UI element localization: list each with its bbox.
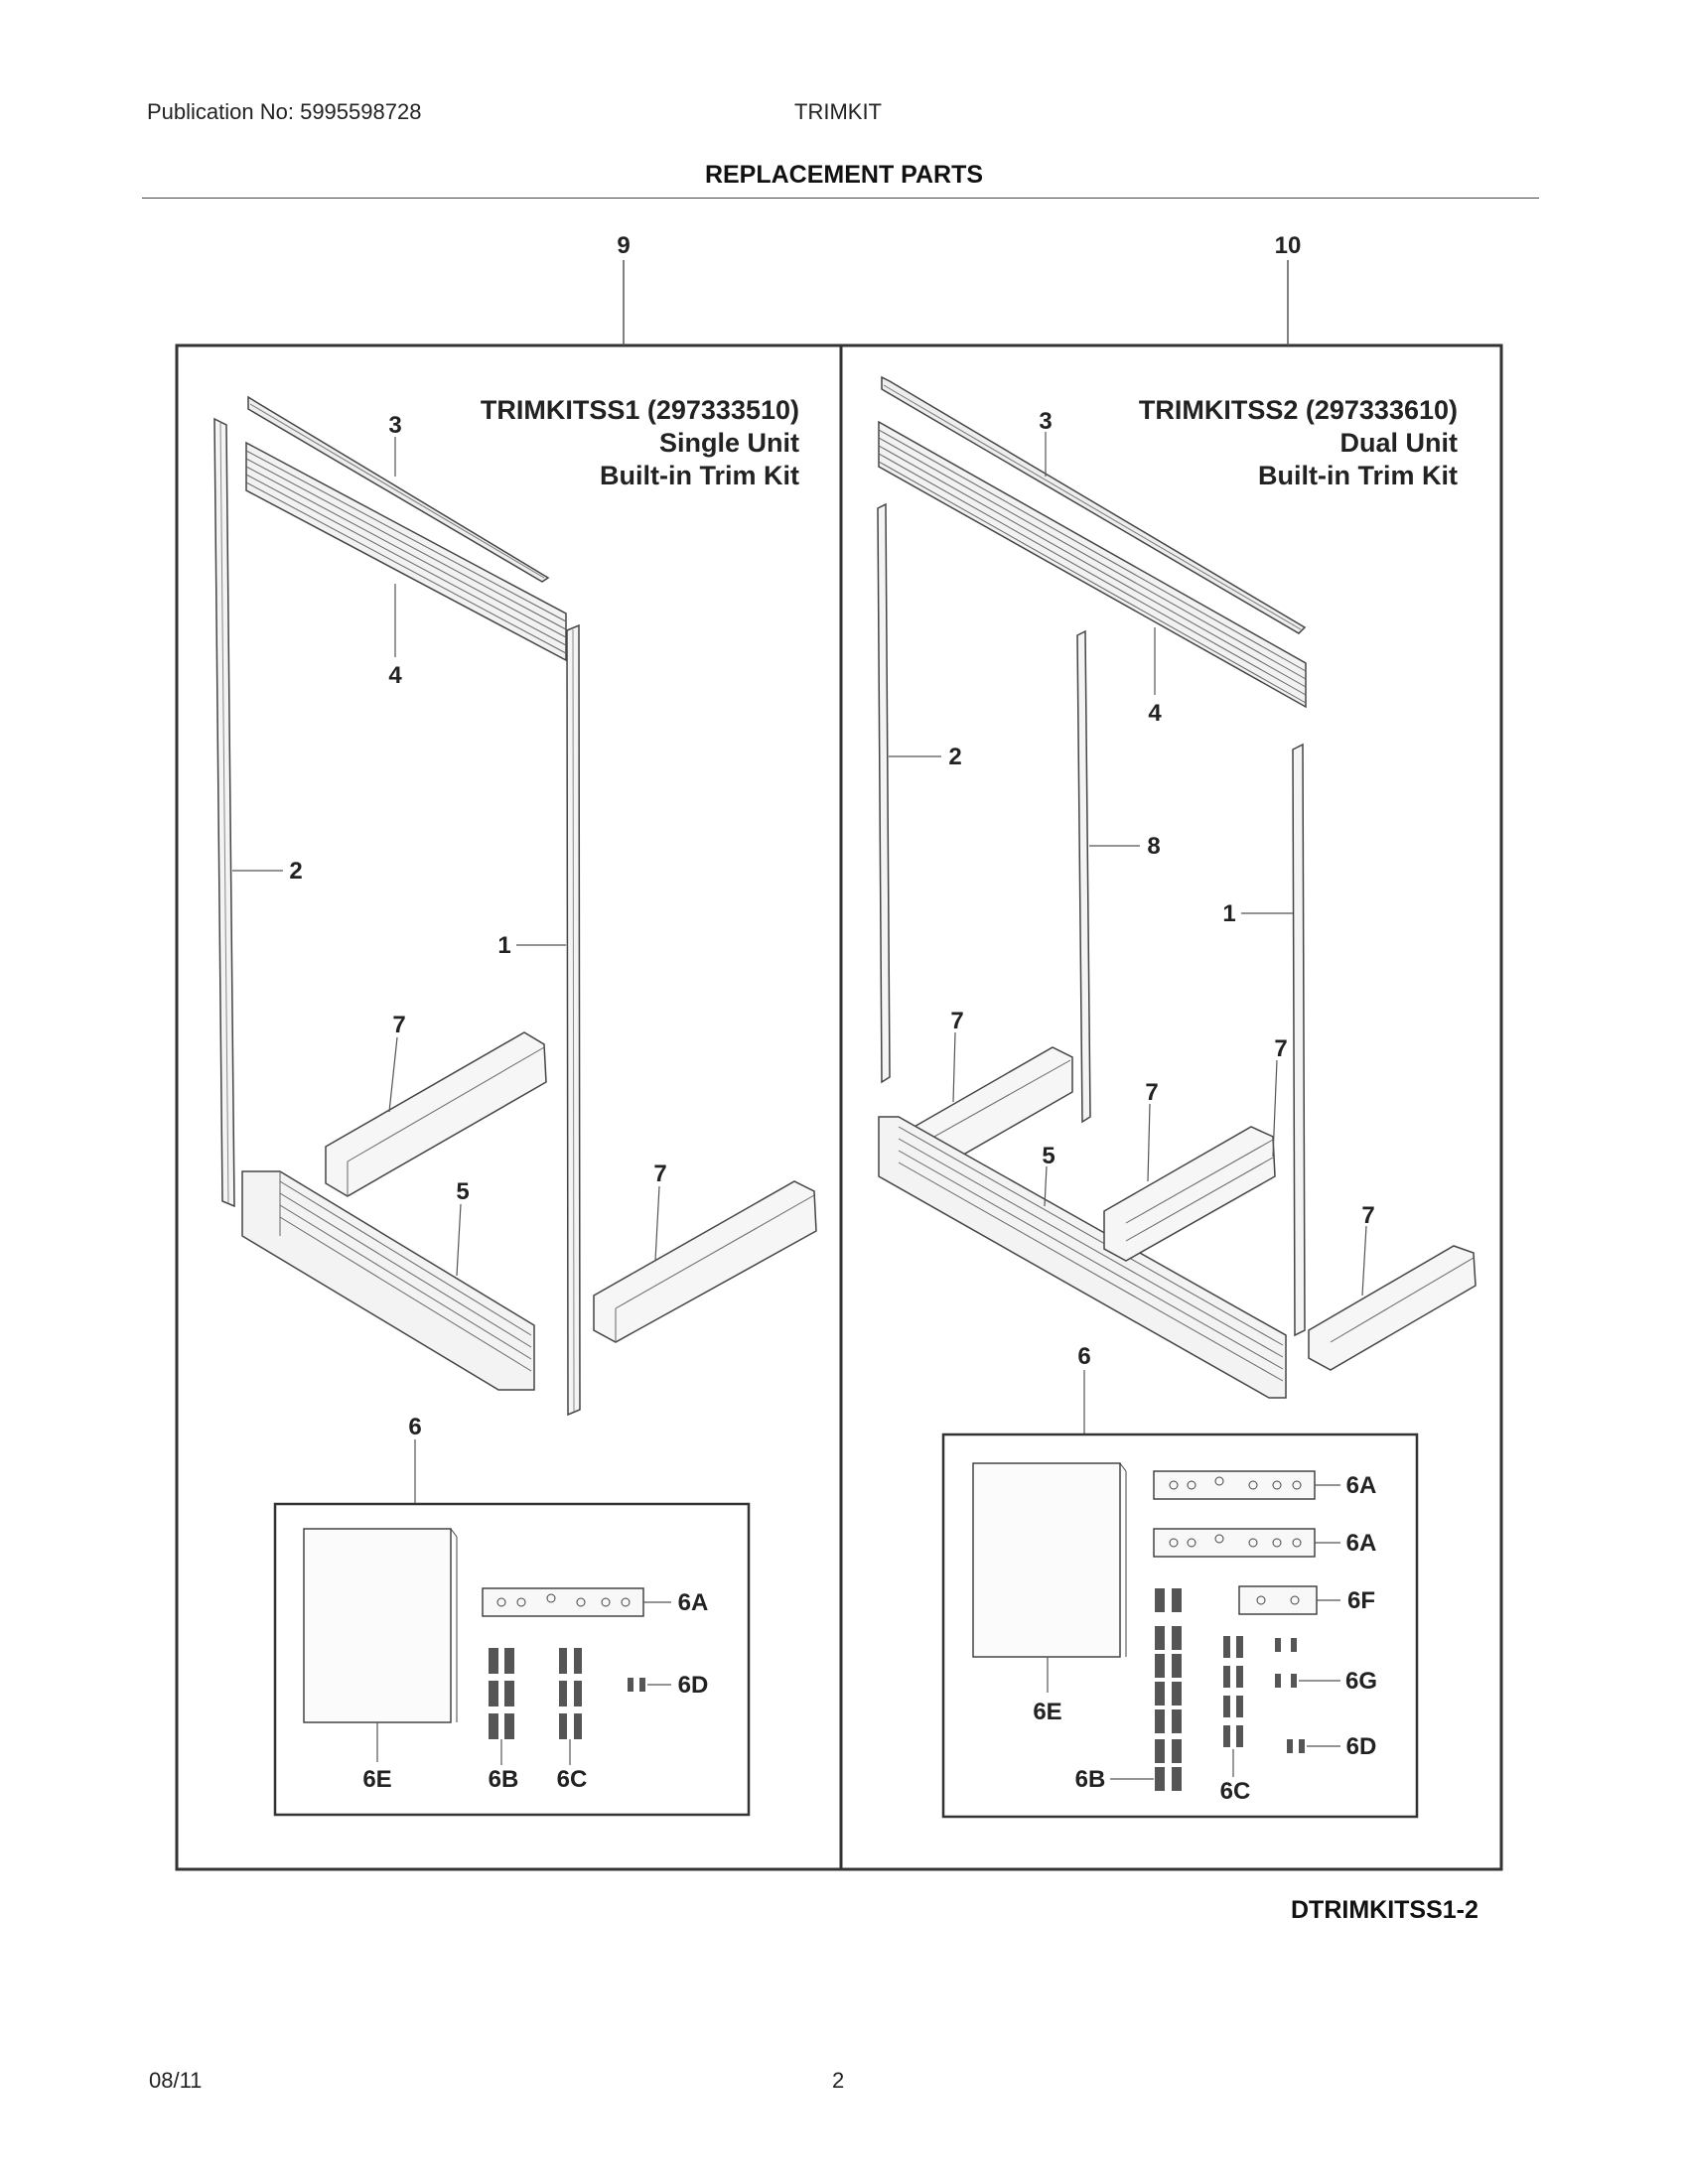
footer-date: 08/11 [149,2068,203,2093]
part-6f-plate [1238,1585,1318,1615]
drawing-id: DTRIMKITSS1-2 [1291,1896,1478,1924]
label-part-7-upper: 7 [392,1012,405,1038]
label-part-1-dual: 1 [1222,900,1235,927]
part-6a-bracket-dual-2 [1153,1528,1316,1558]
panel-dual-unit: 10 TRIMKITSS2 (297333610) Dual Unit Buil… [877,232,1477,1819]
part-7-bracket-b [1103,1126,1276,1262]
kit-name-dual: TRIMKITSS2 (297333610) [1139,395,1458,425]
label-part-6c-dual: 6C [1220,1778,1251,1805]
kit-name-single: TRIMKITSS1 (297333510) [481,395,799,425]
label-part-1: 1 [497,932,510,959]
kit-type-single: Built-in Trim Kit [600,461,799,490]
part-2-left-trim [213,417,235,1208]
kit-desc-dual: Dual Unit [1340,428,1459,458]
label-part-3-dual: 3 [1039,408,1052,435]
page-title: REPLACEMENT PARTS [704,161,984,189]
publication-number: Publication No: 5995598728 [147,99,422,124]
label-part-6a-dual-1: 6A [1346,1472,1377,1499]
label-part-7-d: 7 [1361,1202,1374,1229]
hardware-kit-box-dual [941,1433,1419,1819]
part-6d-clips-dual [1287,1739,1305,1753]
part-5-kick-plate-dual [878,1116,1287,1399]
label-part-5-dual: 5 [1042,1143,1055,1169]
part-6a-bracket-dual-1 [1153,1470,1316,1500]
label-part-6d: 6D [678,1672,709,1699]
part-6e-manual-dual [972,1462,1127,1658]
diagram-frame [175,343,1503,1871]
label-part-6a: 6A [678,1589,709,1616]
page-number: 2 [832,2068,845,2093]
part-7-bracket-lower [593,1180,817,1343]
label-part-6: 6 [408,1414,421,1440]
callout-9: 9 [617,232,630,259]
label-part-8: 8 [1147,833,1160,860]
label-part-7-c: 7 [1274,1035,1287,1062]
label-part-6f: 6F [1347,1587,1375,1614]
part-7-bracket-d [1308,1245,1477,1371]
label-part-6a-dual-2: 6A [1346,1530,1377,1557]
part-6c-screws [559,1648,582,1739]
part-6a-bracket [482,1587,644,1617]
label-part-7-b: 7 [1145,1079,1158,1106]
label-part-6d-dual: 6D [1346,1733,1377,1760]
part-4-grille-dual [878,420,1307,709]
label-part-6e-dual: 6E [1033,1699,1061,1725]
part-6e-manual [303,1528,458,1723]
label-part-6e: 6E [362,1766,391,1793]
label-part-4: 4 [388,662,402,689]
part-6g-clips [1275,1638,1297,1688]
label-part-5: 5 [456,1178,469,1205]
header-rule [142,198,1539,199]
part-6b-screws [489,1648,514,1739]
label-part-6b-dual: 6B [1075,1766,1106,1793]
part-3-top-trim-dual [881,375,1307,634]
part-7-bracket-upper [325,1031,547,1197]
part-1-right-trim-dual [1292,743,1306,1337]
label-part-7-lower: 7 [653,1160,666,1187]
label-part-6g: 6G [1345,1668,1377,1695]
kit-type-dual: Built-in Trim Kit [1258,461,1458,490]
callout-10: 10 [1275,232,1302,259]
label-part-6b: 6B [489,1766,519,1793]
part-8-center-trim [1076,629,1091,1124]
label-part-2-dual: 2 [948,744,961,770]
label-part-6c: 6C [557,1766,588,1793]
panel-single-unit: 9 TRIMKITSS1 (297333510) Single Unit Bui… [213,232,817,1817]
label-part-7-a: 7 [950,1008,963,1034]
section-name: TRIMKIT [794,99,882,124]
part-6b-screws-dual [1155,1588,1182,1791]
part-6c-screws-dual [1223,1636,1243,1747]
part-6d-clips [628,1678,645,1692]
label-part-2: 2 [289,858,302,885]
label-part-6-dual: 6 [1077,1343,1090,1370]
part-1-right-trim [566,623,581,1417]
label-part-4-dual: 4 [1148,700,1162,727]
kit-desc-single: Single Unit [659,428,799,458]
hardware-kit-box [273,1502,751,1817]
label-part-3: 3 [388,412,401,439]
part-2-left-trim-dual [877,502,891,1084]
part-3-top-trim [247,395,550,583]
part-4-grille [245,441,567,662]
part-5-kick-plate [241,1170,535,1391]
